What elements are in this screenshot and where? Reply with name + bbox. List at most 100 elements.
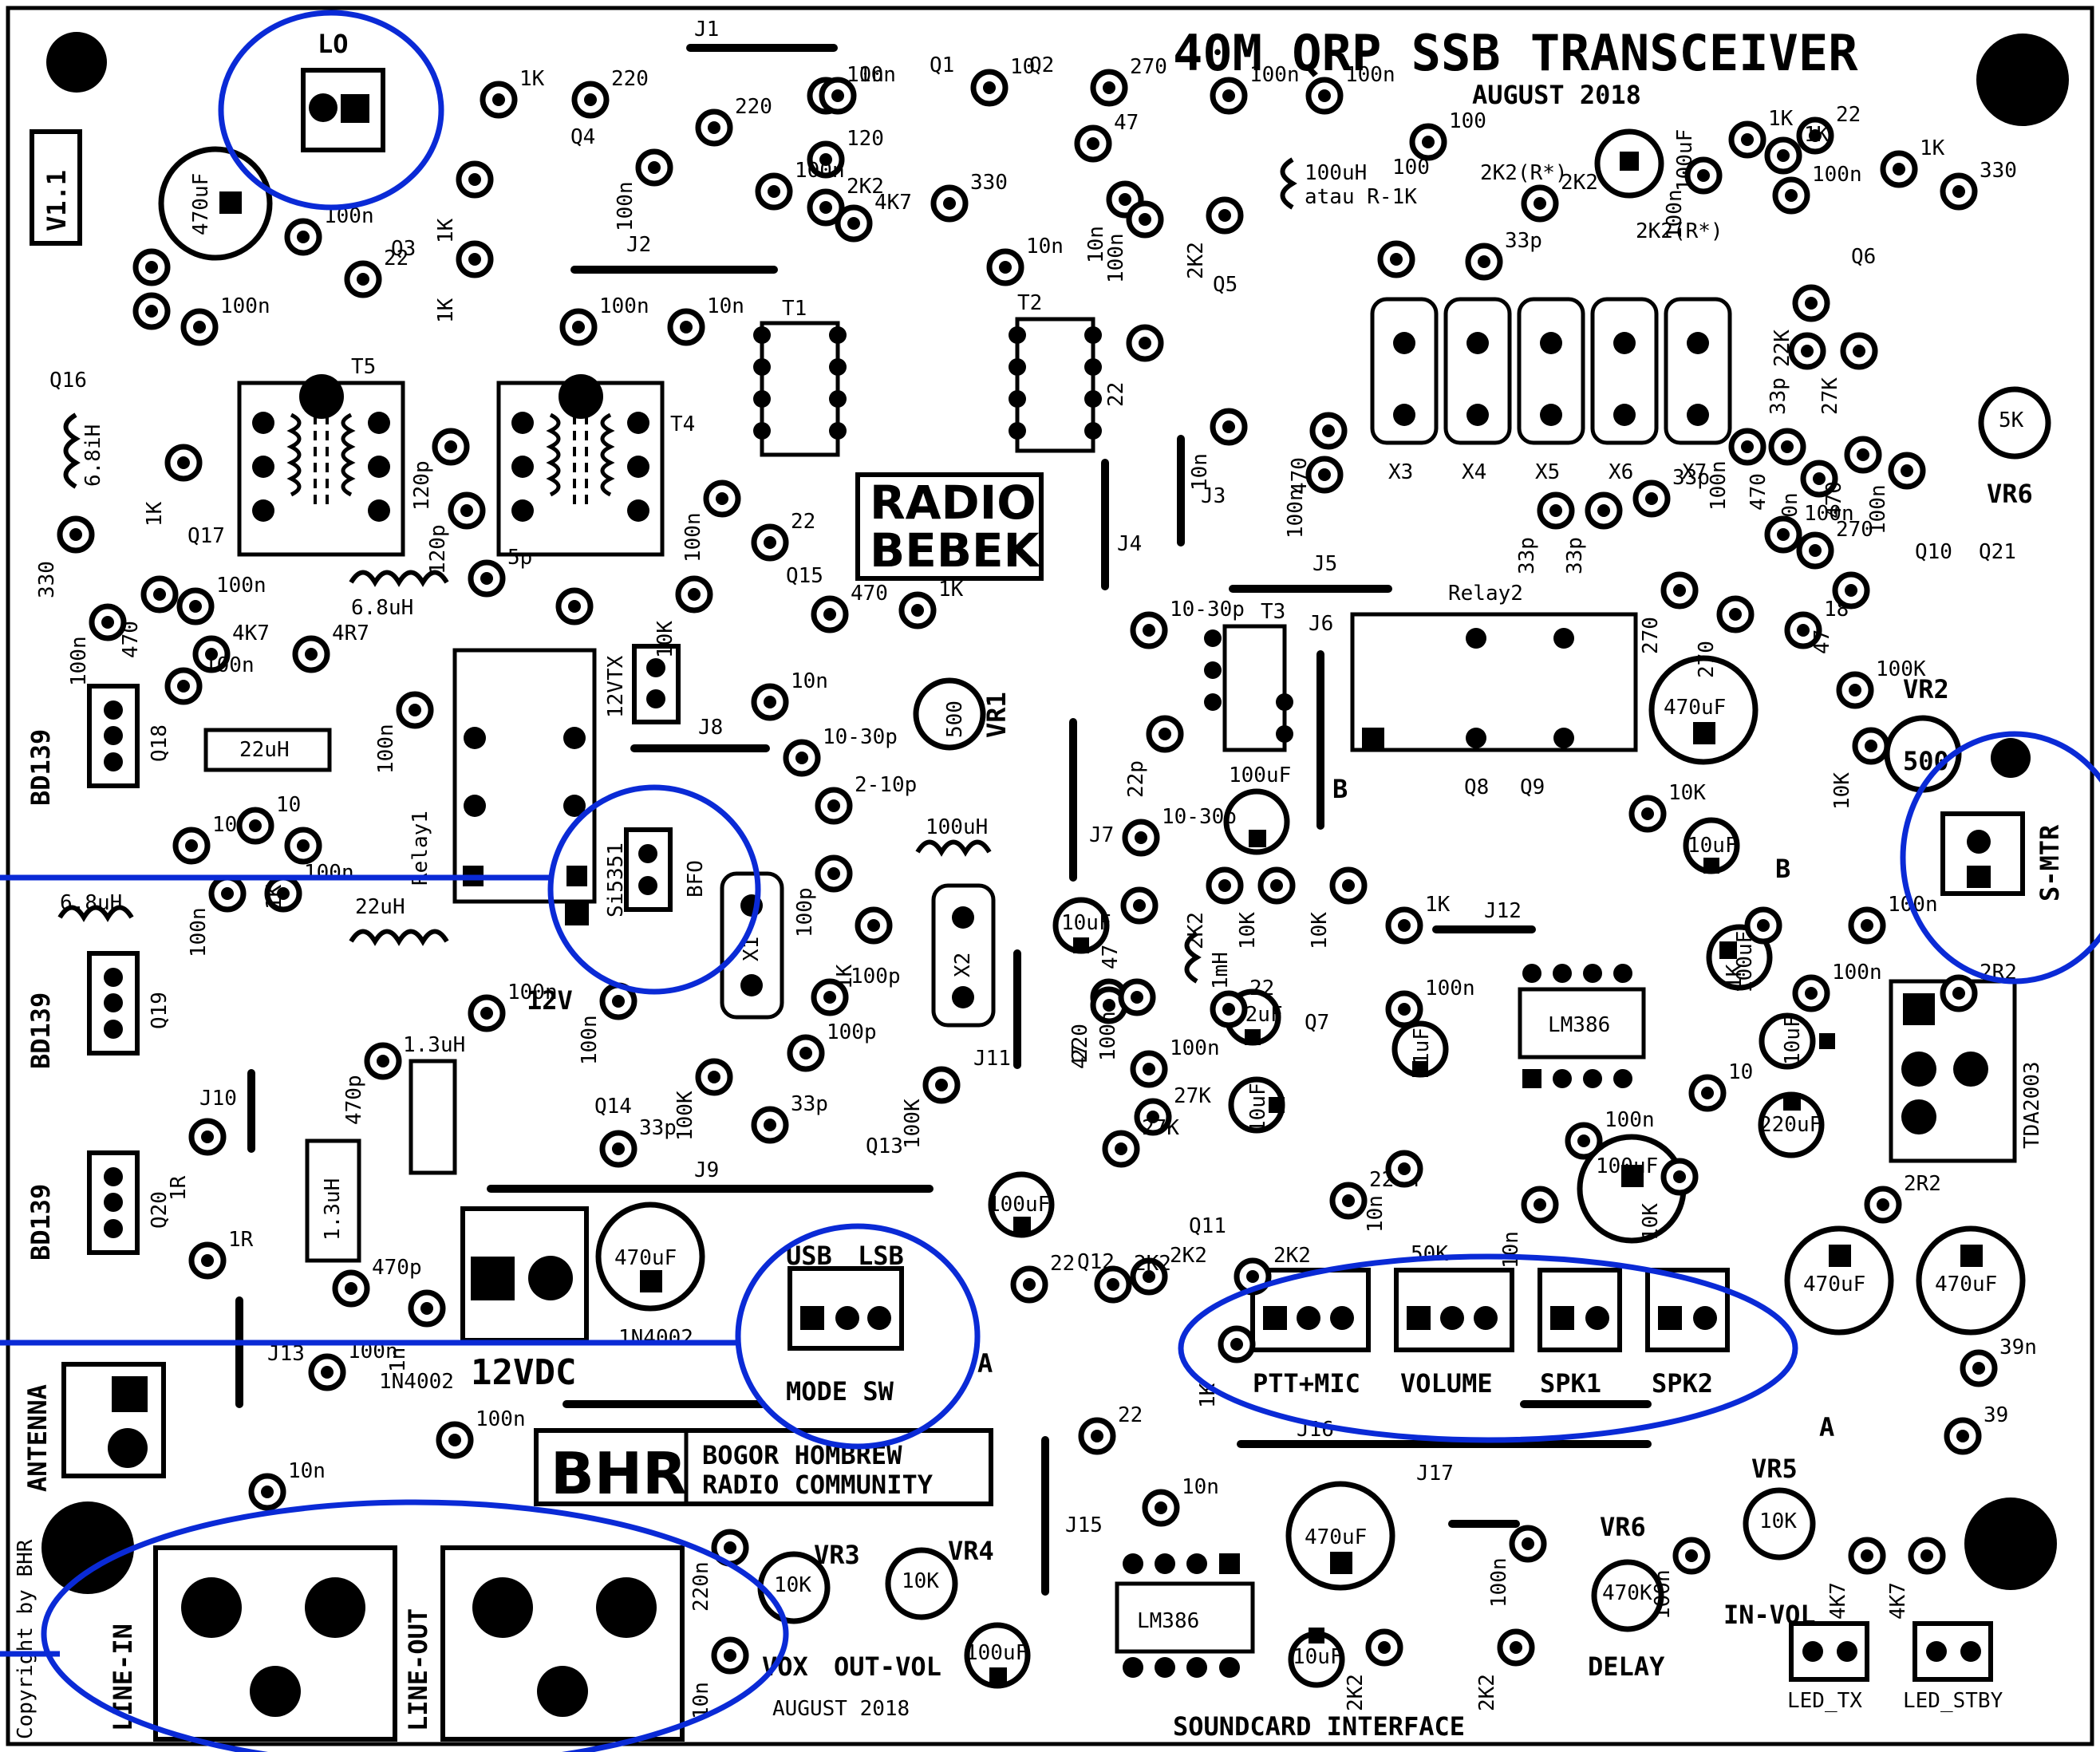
svg-text:A: A <box>1819 1412 1834 1442</box>
part-value-label: 100K <box>1876 657 1926 681</box>
pad-hole <box>420 1302 433 1315</box>
pad-hole <box>1139 213 1151 226</box>
svg-text:Q5: Q5 <box>1213 273 1238 297</box>
svg-text:Q17: Q17 <box>188 524 225 548</box>
copyright-label: Copyright by BHR <box>14 1539 38 1739</box>
pad-hole <box>448 1434 461 1446</box>
svg-text:10uF: 10uF <box>1293 1645 1343 1669</box>
pad-hole <box>1115 1142 1127 1155</box>
relay2: Relay2 <box>1350 582 1638 752</box>
svg-text:5K: 5K <box>1999 408 2024 432</box>
part-value-label: 33p <box>1515 537 1539 574</box>
pad-hole <box>1478 255 1490 268</box>
svg-text:ANTENNA: ANTENNA <box>22 1384 53 1492</box>
svg-text:T4: T4 <box>670 412 695 436</box>
pad-hole <box>297 839 310 852</box>
pad-hole <box>983 81 996 94</box>
pad-hole <box>468 253 481 266</box>
svg-text:Q21: Q21 <box>1979 540 2016 564</box>
pad-hole <box>1390 253 1403 266</box>
part-value-label: 2K2 <box>1475 1674 1499 1711</box>
svg-text:1mH: 1mH <box>1209 952 1233 989</box>
svg-text:Q9: Q9 <box>1520 775 1545 799</box>
svg-text:LINE-OUT: LINE-OUT <box>403 1608 433 1731</box>
part-value-label: 2K2 <box>1184 912 1208 949</box>
radio-bebek-box <box>855 472 1044 581</box>
pad-hole <box>297 231 310 243</box>
part-value-label: 4K7 <box>874 191 912 215</box>
audio-connectors: PTT+MIC VOLUME 50K SPK1 SPK2 <box>1250 1242 1730 1399</box>
svg-text:10uF: 10uF <box>1061 911 1111 935</box>
pad-hole <box>911 604 924 617</box>
part-value-label: 47 <box>1099 945 1123 969</box>
pad-hole <box>1757 919 1770 932</box>
svg-text:J8: J8 <box>698 716 723 740</box>
pad-hole <box>1139 337 1151 349</box>
svg-text:J2: J2 <box>626 233 651 257</box>
part-value-label: 100n <box>1832 961 1882 985</box>
svg-text:6.8uH: 6.8uH <box>60 891 122 915</box>
svg-text:X4: X4 <box>1462 460 1486 484</box>
part-value-label: 22 <box>1104 382 1128 407</box>
pad-hole <box>1534 1198 1546 1211</box>
part-value-label: 10n <box>1499 1231 1523 1269</box>
svg-text:Q11: Q11 <box>1189 1214 1226 1238</box>
pad-hole <box>492 93 505 106</box>
part-value-label: 220 <box>735 95 772 119</box>
logo-line1: RADIO <box>870 475 1036 530</box>
pad-hole <box>1133 899 1146 912</box>
svg-text:X2: X2 <box>951 953 975 977</box>
part-value-label: 100n <box>1345 63 1395 87</box>
svg-text:2K2(R*): 2K2(R*) <box>1480 161 1568 185</box>
svg-text:500: 500 <box>943 700 967 738</box>
part-value-label: 22 <box>1118 1403 1143 1427</box>
part-value-label: 100n <box>374 724 398 774</box>
part-value-label: 1K <box>262 884 286 910</box>
pad-hole <box>1091 1430 1103 1442</box>
svg-text:Q4: Q4 <box>570 125 595 149</box>
part-value-label: 270 <box>1836 518 1873 542</box>
part-value-label: 100p <box>793 887 817 937</box>
mount-hole-tl <box>46 32 107 93</box>
svg-text:DELAY: DELAY <box>1588 1651 1665 1682</box>
community-line2: RADIO COMMUNITY <box>702 1470 934 1500</box>
transformer-t5: T5 <box>237 355 405 557</box>
pad-hole <box>1952 987 1965 1000</box>
pad-hole <box>1597 504 1610 517</box>
svg-text:J6: J6 <box>1309 612 1333 636</box>
pad-hole <box>1119 193 1131 206</box>
part-value-label: 10K <box>1668 781 1706 805</box>
part-value-label: 10n <box>707 294 744 318</box>
part-value-label: 27K <box>1174 1084 1211 1108</box>
annotation-overlay <box>0 10 2100 1752</box>
pad-hole <box>1230 1338 1243 1351</box>
pad-hole <box>1797 624 1810 637</box>
pad-hole <box>1809 544 1822 557</box>
part-value-label: 22 <box>1050 1252 1075 1276</box>
part-value-label: 1K <box>1920 136 1945 160</box>
svg-text:Q10: Q10 <box>1915 540 1952 564</box>
pad-hole <box>1318 468 1331 481</box>
pad-hole <box>764 1119 776 1131</box>
svg-text:100uF: 100uF <box>965 1641 1028 1665</box>
pad-hole <box>1577 1134 1590 1147</box>
pad-hole <box>827 867 840 880</box>
part-value-label: 27K <box>1818 377 1842 415</box>
svg-text:Q7: Q7 <box>1305 1011 1329 1035</box>
part-value-label: 22 <box>791 510 815 534</box>
part-value-label: 100n <box>1605 1108 1655 1132</box>
mount-hole-bl <box>41 1501 134 1594</box>
pad-hole <box>1857 448 1869 461</box>
svg-text:X6: X6 <box>1609 460 1633 484</box>
svg-text:VR1: VR1 <box>981 692 1012 738</box>
part-value-label: 33p <box>1505 229 1542 253</box>
part-value-label: 4R7 <box>332 621 369 645</box>
pad-hole <box>1135 831 1147 844</box>
svg-text:SPK1: SPK1 <box>1540 1368 1601 1399</box>
part-value-label: 100n <box>795 159 845 183</box>
pad-hole <box>1777 149 1790 162</box>
pad-hole <box>680 321 693 333</box>
pad-hole <box>827 799 840 812</box>
part-value-label: 100n <box>1866 484 1890 535</box>
